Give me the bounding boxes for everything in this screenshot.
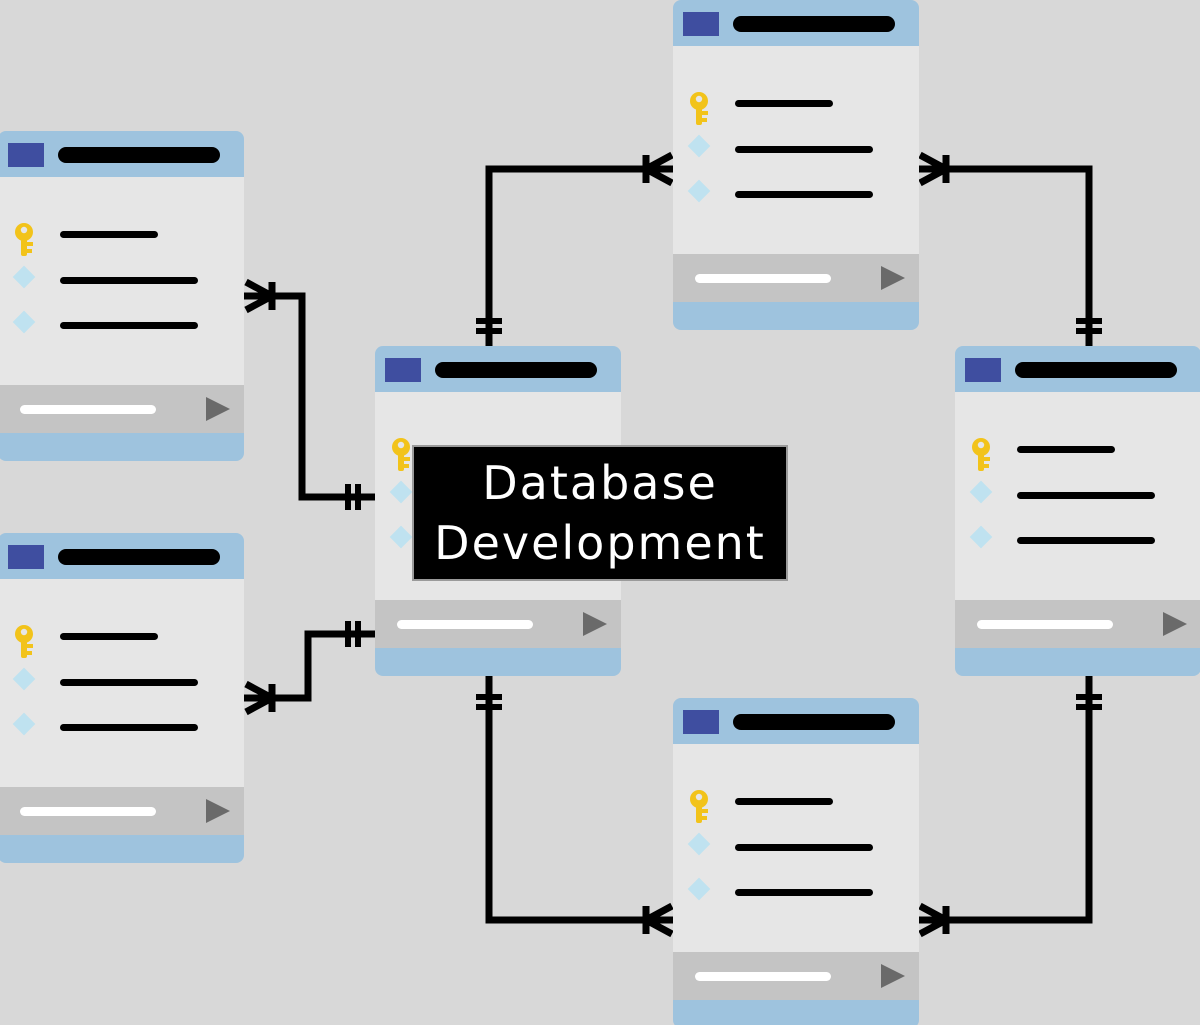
connector-bottom-to-right: [916, 672, 1093, 924]
one-markers: [345, 318, 1102, 710]
title-line-1: Database: [482, 456, 718, 510]
crows-foot-bottom-left: [638, 902, 674, 938]
crows-foot-top-left: [638, 151, 674, 187]
table-card-left-top: [0, 131, 244, 461]
crows-foot-bottom-right: [918, 902, 954, 938]
one-bar-center-top: [476, 318, 502, 334]
crows-foot-markers: [244, 151, 954, 938]
table-card-bottom: [673, 698, 919, 1025]
one-bar-right-top: [1076, 318, 1102, 334]
connector-top-to-right: [916, 165, 1093, 347]
connector-center-to-top: [485, 165, 676, 347]
crows-foot-left-top: [244, 278, 280, 314]
crows-foot-top-right: [918, 151, 954, 187]
one-bar-center-left-upper: [345, 484, 361, 510]
connector-left-bottom-to-center: [242, 630, 376, 702]
title-banner: Database Development: [412, 445, 788, 581]
connector-center-to-bottom: [485, 672, 676, 924]
one-bar-center-bottom: [476, 694, 502, 710]
crows-foot-left-bottom: [244, 680, 280, 716]
one-bar-center-left-lower: [345, 621, 361, 647]
table-card-right: [955, 346, 1200, 676]
title-line-2: Development: [434, 516, 766, 570]
one-bar-right-bottom: [1076, 694, 1102, 710]
table-card-left-bottom: [0, 533, 244, 863]
table-card-top: [673, 0, 919, 330]
connector-left-top-to-center: [242, 292, 376, 501]
